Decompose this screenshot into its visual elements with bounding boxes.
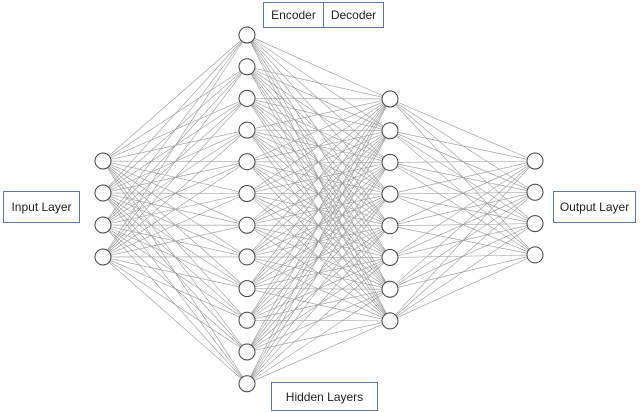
input-node-2 [94,184,112,202]
connection-l1-n4-to-n3 [102,98,248,258]
hidden2-node-8 [381,312,399,330]
connection-l2-n4-to-n1 [246,98,391,131]
connection-l2-n6-to-n1 [246,98,391,194]
connection-l3-n8-to-n2 [389,192,536,322]
hidden1-node-10 [238,311,256,329]
input-node-4 [94,248,112,266]
decoder-label: Decoder [330,8,377,22]
output-layer-label: Output Layer [553,191,636,223]
connection-l1-n3-to-n1 [102,34,248,226]
hidden2-node-7 [381,280,399,298]
encoder-label: Encoder [264,3,324,27]
connection-l3-n8-to-n3 [389,223,536,322]
connection-l2-n2-to-n1 [246,66,391,100]
hidden2-node-1 [381,90,399,108]
connections [102,34,536,384]
connection-l1-n1-to-n1 [102,34,248,162]
connection-l3-n4-to-n1 [389,160,536,195]
hidden1-node-2 [238,58,256,76]
neurons [94,26,544,393]
hidden2-node-2 [381,122,399,140]
connection-l3-n8-to-n4 [389,254,536,322]
output-node-4 [526,246,544,264]
connection-l1-n4-to-n11 [102,256,248,353]
connection-l2-n12-to-n3 [246,162,391,384]
encoder-decoder-label: Encoder Decoder [263,2,384,28]
connection-l2-n12-to-n8 [246,320,391,384]
connection-l1-n4-to-n10 [102,256,248,321]
hidden1-node-1 [238,26,256,44]
hidden1-node-5 [238,153,256,171]
connection-l2-n12-to-n7 [246,288,391,384]
input-layer-label: Input Layer [3,191,80,223]
output-node-1 [526,152,544,170]
connection-l2-n12-to-n4 [246,193,391,384]
connection-l2-n3-to-n1 [246,98,391,100]
output-node-2 [526,183,544,201]
connection-l2-n12-to-n5 [246,225,391,384]
connection-l1-n4-to-n7 [102,224,248,258]
connection-l1-n4-to-n1 [102,34,248,258]
hidden1-node-3 [238,89,256,107]
connection-l3-n5-to-n1 [389,160,536,227]
hidden2-node-3 [381,153,399,171]
hidden-layers-label: Hidden Layers [271,382,378,411]
connection-l1-n4-to-n5 [102,161,248,258]
connection-l2-n12-to-n1 [246,98,391,384]
connection-l2-n5-to-n1 [246,98,391,163]
hidden1-node-7 [238,216,256,234]
connection-l2-n8-to-n1 [246,98,391,258]
connection-l2-n1-to-n1 [246,34,391,100]
connection-l3-n7-to-n1 [389,160,536,290]
input-node-3 [94,216,112,234]
hidden2-node-4 [381,185,399,203]
hidden1-node-9 [238,280,256,298]
connection-l1-n4-to-n2 [102,66,248,258]
connection-l2-n12-to-n6 [246,257,391,384]
connection-l3-n3-to-n1 [389,160,536,163]
connection-l1-n4-to-n4 [102,129,248,258]
connection-l2-n12-to-n2 [246,130,391,384]
input-node-1 [94,152,112,170]
hidden1-node-6 [238,185,256,202]
connection-l2-n11-to-n1 [246,98,391,353]
connection-l1-n4-to-n6 [102,193,248,258]
connection-l3-n2-to-n1 [389,130,536,162]
hidden1-node-12 [238,375,256,393]
hidden1-node-11 [238,343,256,361]
hidden1-node-4 [238,121,256,139]
connection-l2-n9-to-n1 [246,98,391,289]
connection-l3-n6-to-n1 [389,160,536,258]
connection-l1-n2-to-n1 [102,34,248,194]
connection-l3-n8-to-n1 [389,160,536,322]
connection-l3-n1-to-n1 [389,98,536,162]
connection-l1-n4-to-n9 [102,256,248,289]
connection-l1-n4-to-n12 [102,256,248,384]
connection-l2-n7-to-n1 [246,98,391,226]
hidden1-node-8 [238,248,256,266]
output-node-3 [526,215,544,233]
connection-l2-n10-to-n1 [246,98,391,321]
hidden2-node-6 [381,249,399,266]
hidden2-node-5 [381,217,399,235]
